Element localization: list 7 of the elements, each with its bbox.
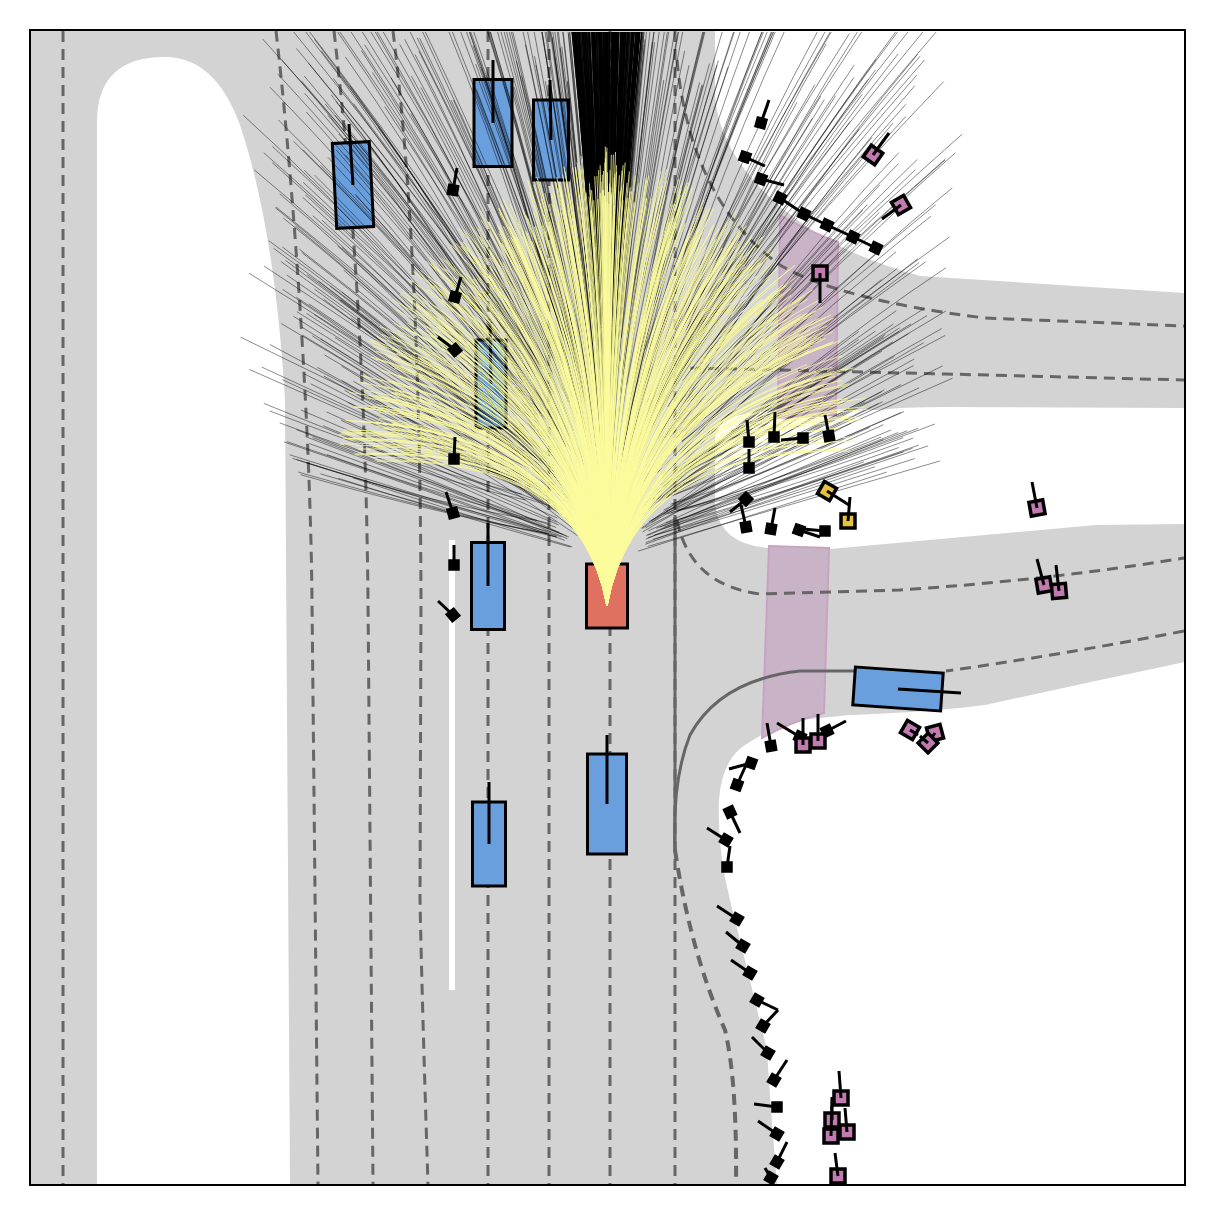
vehicle-box xyxy=(851,665,962,713)
vehicle-box xyxy=(532,79,570,182)
vehicle-box xyxy=(471,782,507,888)
vehicle-box xyxy=(586,735,628,856)
vehicle-box xyxy=(330,123,376,230)
vehicle-box xyxy=(472,60,514,168)
vehicle-box xyxy=(470,523,506,631)
